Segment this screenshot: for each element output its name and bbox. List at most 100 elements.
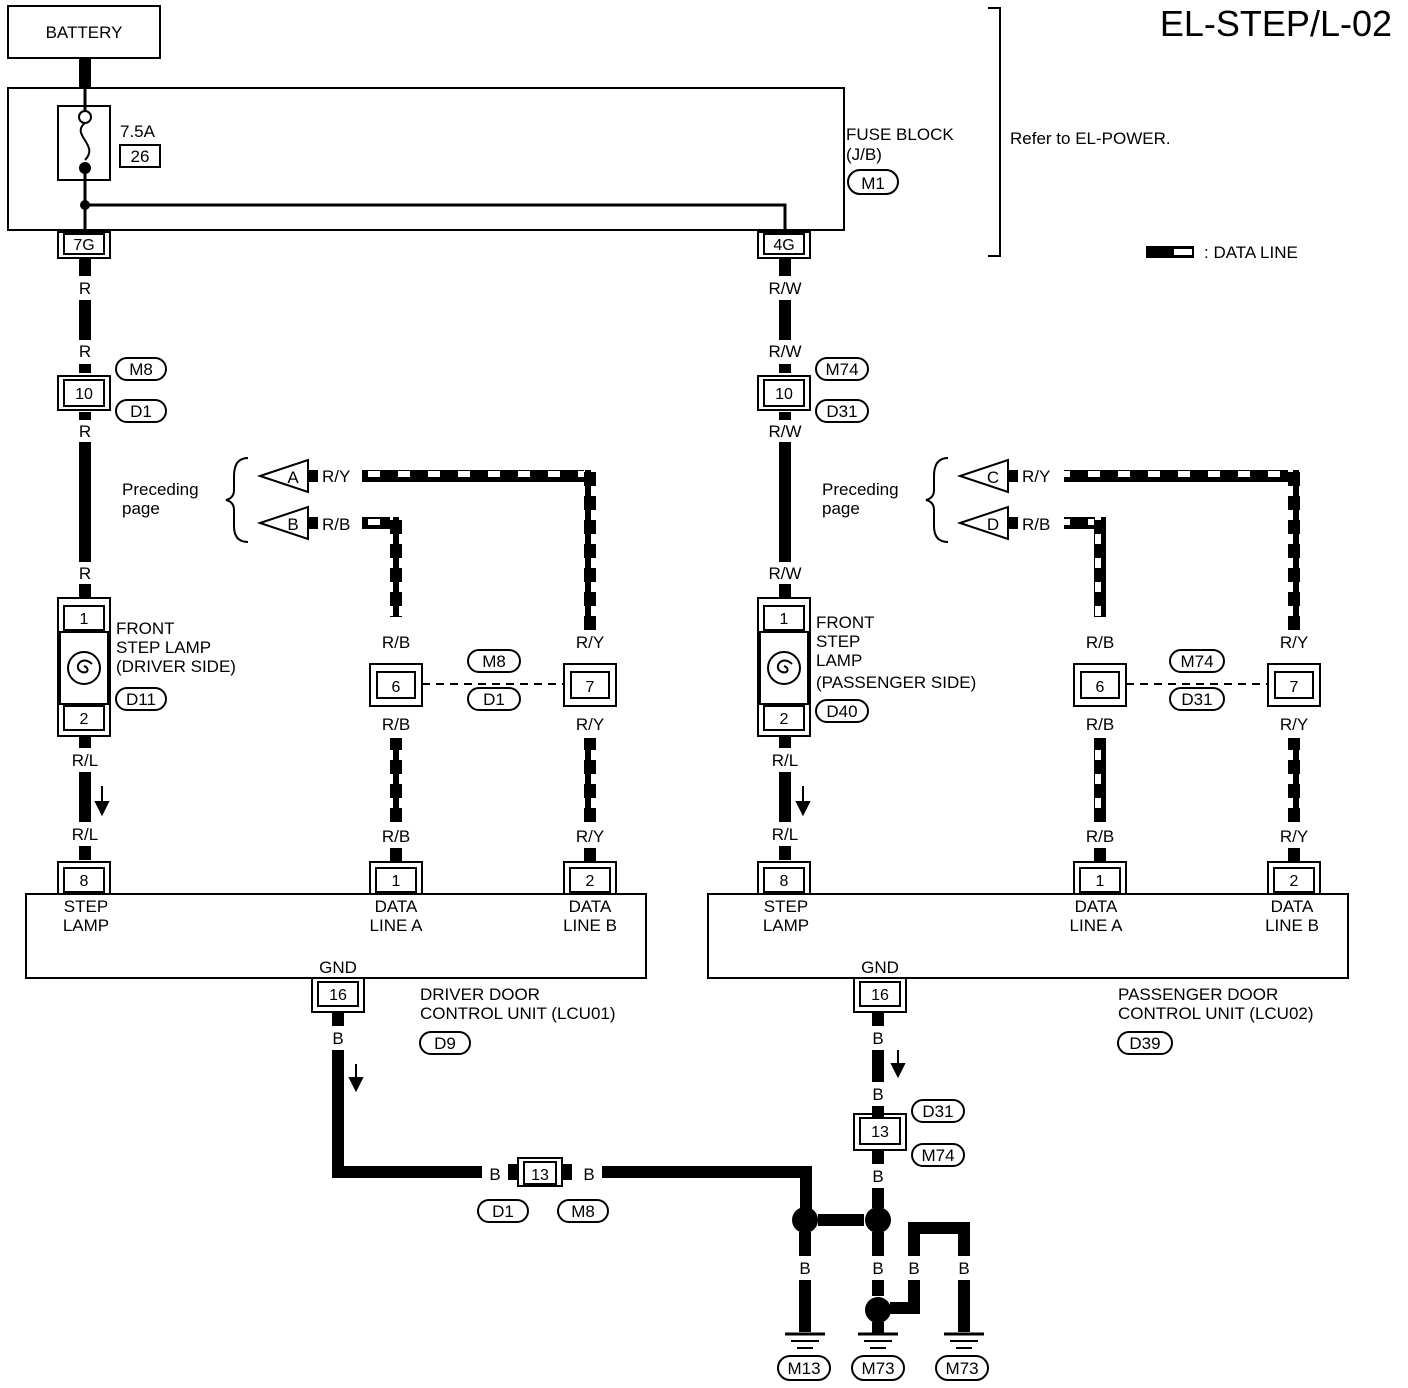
conn-d31: D31 bbox=[826, 402, 857, 421]
ground-wire-left bbox=[332, 1012, 344, 1178]
ground-m73-label-a: M73 bbox=[861, 1359, 894, 1378]
wire-label-rb-r3: R/B bbox=[1086, 827, 1114, 846]
unit-r-line-b-label: LINE B bbox=[1265, 916, 1319, 935]
lamp-icon bbox=[67, 651, 101, 685]
wire-label-rb-top-r: R/B bbox=[1022, 515, 1050, 534]
unit-r-pin-8: 8 bbox=[780, 873, 789, 890]
mid-conn-m74: M74 bbox=[1180, 652, 1213, 671]
connector-m8-d1-pin10: 10 M8 D1 bbox=[57, 357, 167, 423]
joint-connector-13: 13 D1 M8 bbox=[477, 1157, 609, 1223]
ground-m73-label-b: M73 bbox=[945, 1359, 978, 1378]
data-line-a-v bbox=[584, 470, 596, 600]
unit-r-pin-16: 16 bbox=[871, 987, 889, 1004]
wire-label-rw4: R/W bbox=[768, 564, 801, 583]
pin-4g: 4G bbox=[773, 237, 794, 254]
data-line-c-h bbox=[1064, 470, 1300, 482]
brace bbox=[225, 457, 249, 543]
unit-line-a-label: LINE A bbox=[370, 916, 424, 935]
passenger-door-control-unit: 8 1 2 STEP LAMP DATA LINE A DATA LINE B … bbox=[707, 861, 1349, 1055]
conn-d1: D1 bbox=[130, 402, 152, 421]
connector-4g: 4G bbox=[757, 231, 811, 259]
unit-pin-2: 2 bbox=[586, 873, 595, 890]
wire-label-b-g3: B bbox=[908, 1259, 919, 1278]
wire-label-ry-3: R/Y bbox=[576, 827, 604, 846]
unit-r-data-b-label: DATA bbox=[1271, 897, 1314, 916]
current-arrow-right bbox=[795, 786, 811, 817]
unit-pin-1: 1 bbox=[392, 873, 401, 890]
driver-door-control-unit: 8 1 2 STEP LAMP DATA LINE A DATA LINE B … bbox=[25, 861, 647, 1055]
preceding-label: Preceding bbox=[122, 480, 199, 499]
joint-r-conn-d31: D31 bbox=[922, 1102, 953, 1121]
data-line-d-v bbox=[1094, 517, 1106, 617]
mid-conn-m8: M8 bbox=[482, 652, 506, 671]
pin-6-left: 6 bbox=[392, 679, 401, 696]
bracket bbox=[988, 7, 1001, 257]
front-step-lamp-driver: 1 2 FRONT STEP LAMP (DRIVER SIDE) D11 bbox=[57, 597, 236, 737]
ground-symbol-m13: M13 bbox=[777, 1332, 831, 1381]
unit-r-name-1: PASSENGER DOOR bbox=[1118, 985, 1278, 1004]
mid-connector-left: 6 7 M8 D1 bbox=[369, 649, 617, 711]
wire-label-b-g1: B bbox=[799, 1259, 810, 1278]
wire-label-ry-1: R/Y bbox=[576, 633, 604, 652]
arrow-c-label: C bbox=[987, 468, 999, 487]
current-arrow-gnd-right bbox=[890, 1050, 906, 1079]
current-arrow bbox=[94, 786, 110, 817]
front-step-lamp-passenger: 1 2 FRONT STEP LAMP (PASSENGER SIDE) D40 bbox=[757, 597, 976, 737]
unit-line-b-label: LINE B bbox=[563, 916, 617, 935]
joint-r-pin-13: 13 bbox=[871, 1124, 889, 1141]
unit-r-lamp-label: LAMP bbox=[763, 916, 809, 935]
joint-r-conn-m74: M74 bbox=[921, 1146, 954, 1165]
wire-label-rl-r1: R/L bbox=[772, 751, 798, 770]
fuse-block-jb: (J/B) bbox=[846, 145, 882, 164]
arrow-b: B bbox=[256, 505, 309, 541]
arrow-a: A bbox=[256, 458, 309, 494]
wire-label-r4: R bbox=[79, 564, 91, 583]
unit-gnd-label: GND bbox=[319, 958, 357, 977]
wire-label-rb-3: R/B bbox=[382, 827, 410, 846]
joint-conn-d1: D1 bbox=[492, 1202, 514, 1221]
wire-r-lower bbox=[79, 412, 91, 598]
wire-label-b-left: B bbox=[332, 1029, 343, 1048]
wire-label-rb-1: R/B bbox=[382, 633, 410, 652]
wire-label-r1: R bbox=[79, 279, 91, 298]
preceding-label-page-right: page bbox=[822, 499, 860, 518]
arrow-d-label: D bbox=[987, 515, 999, 534]
lamp-label-2: STEP LAMP bbox=[116, 638, 211, 657]
lamp-connector: D11 bbox=[126, 690, 156, 709]
lamp-pin2: 2 bbox=[80, 711, 89, 728]
wire-label-rb-r2: R/B bbox=[1086, 715, 1114, 734]
preceding-label-page: page bbox=[122, 499, 160, 518]
battery-label: BATTERY bbox=[46, 23, 123, 42]
wire-label-ry-2: R/Y bbox=[576, 715, 604, 734]
lamp-right-label-1: FRONT bbox=[816, 613, 875, 632]
wire-label-rw3: R/W bbox=[768, 422, 801, 441]
lamp-pin1-right: 1 bbox=[780, 611, 789, 628]
unit-r-step-label: STEP bbox=[764, 897, 808, 916]
lamp-right-label-2: STEP bbox=[816, 632, 860, 651]
arrow-b-label: B bbox=[287, 515, 298, 534]
joint-conn-m8: M8 bbox=[571, 1202, 595, 1221]
lamp-right-connector: D40 bbox=[826, 702, 857, 721]
unit-name-1: DRIVER DOOR bbox=[420, 985, 540, 1004]
arrow-a-label: A bbox=[287, 468, 299, 487]
lamp-label-1: FRONT bbox=[116, 619, 175, 638]
fuse-number: 26 bbox=[131, 147, 150, 166]
mid-connector-right: 6 7 M74 D31 bbox=[1073, 649, 1321, 711]
wire-rw-lower bbox=[779, 412, 791, 598]
lamp-icon-right bbox=[767, 651, 801, 685]
arrow-d: D bbox=[956, 505, 1009, 541]
unit-data-b-label: DATA bbox=[569, 897, 612, 916]
unit-pin-16: 16 bbox=[329, 987, 347, 1004]
wire-label-rw2: R/W bbox=[768, 342, 801, 361]
pin-6-right: 6 bbox=[1096, 679, 1105, 696]
data-line-b-v bbox=[390, 517, 402, 617]
unit-pin-8: 8 bbox=[80, 873, 89, 890]
wire-label-rb-2: R/B bbox=[382, 715, 410, 734]
splice-3 bbox=[865, 1297, 891, 1323]
wire-label-b-joint-l: B bbox=[489, 1165, 500, 1184]
wire-label-rb-top: R/B bbox=[322, 515, 350, 534]
conn-m74: M74 bbox=[825, 360, 858, 379]
wire-label-rl1: R/L bbox=[72, 751, 98, 770]
wire-label-r3: R bbox=[79, 422, 91, 441]
battery-wire bbox=[79, 58, 91, 88]
